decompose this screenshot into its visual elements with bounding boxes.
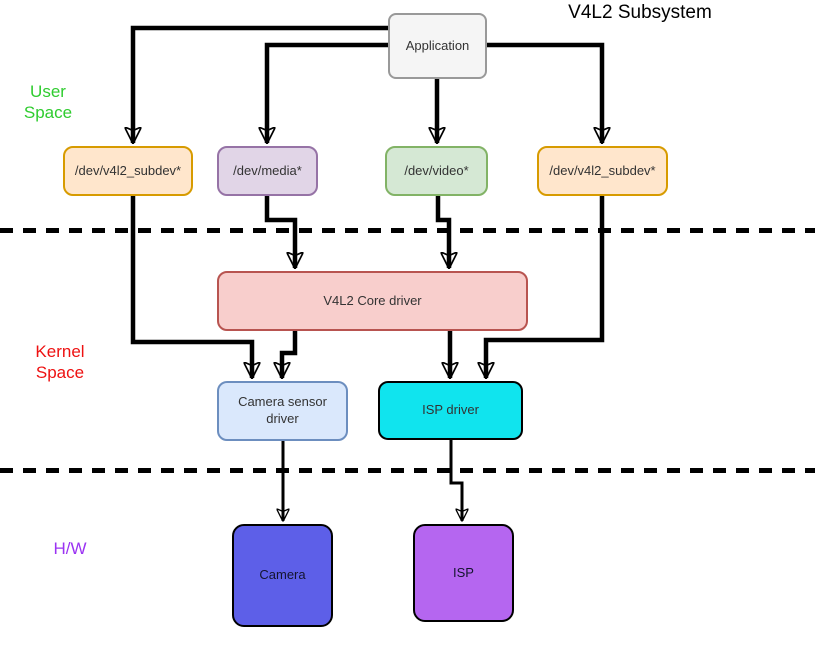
application-node: Application [388, 13, 487, 79]
isp-driver-node: ISP driver [378, 381, 523, 440]
user-space-label: User Space [23, 82, 73, 123]
camera-hardware-node: Camera [232, 524, 333, 627]
user-kernel-boundary-line [0, 228, 815, 233]
edge-application-to-subdev-left [133, 25, 388, 143]
edge-application-to-subdev-right [487, 42, 602, 143]
edge-core-to-camera-driver [282, 331, 298, 378]
edge-isp-driver-to-isp-hw [449, 440, 462, 521]
isp-hardware-node: ISP [413, 524, 514, 622]
dev-v4l2-subdev-left-node: /dev/v4l2_subdev* [63, 146, 193, 196]
dev-v4l2-subdev-right-node: /dev/v4l2_subdev* [537, 146, 668, 196]
camera-sensor-driver-node: Camera sensor driver [217, 381, 348, 441]
v4l2-core-driver-node: V4L2 Core driver [217, 271, 528, 331]
kernel-hw-boundary-line [0, 468, 815, 473]
kernel-space-label: Kernel Space [35, 342, 85, 383]
dev-video-node: /dev/video* [385, 146, 488, 196]
edge-application-to-media [267, 42, 388, 143]
dev-media-node: /dev/media* [217, 146, 318, 196]
hardware-label: H/W [53, 539, 87, 558]
diagram-title: V4L2 Subsystem [568, 2, 712, 23]
